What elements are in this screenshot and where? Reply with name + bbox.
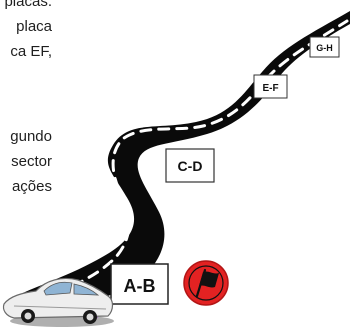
road-sign-cd-label: C-D [178,158,203,174]
road-sign-gh: G-H [309,36,340,58]
road-sign-ab: A-B [110,263,169,305]
road-sign-ef: E-F [253,74,288,99]
red-flag-icon [183,260,229,306]
text-fragment: placa [16,18,52,35]
text-fragment: gundo [10,128,52,145]
road-sign-ef-label: E-F [262,83,278,94]
road-sign-cd: C-D [165,148,215,183]
text-fragment: sector [11,153,52,170]
road-sign-gh-label: G-H [316,43,333,53]
text-fragment: ca EF, [10,43,52,60]
text-fragment: placas. [4,0,52,10]
text-fragment: ações [11,178,52,195]
road-sign-ab-label: A-B [124,276,156,296]
vintage-car-icon [2,277,114,327]
